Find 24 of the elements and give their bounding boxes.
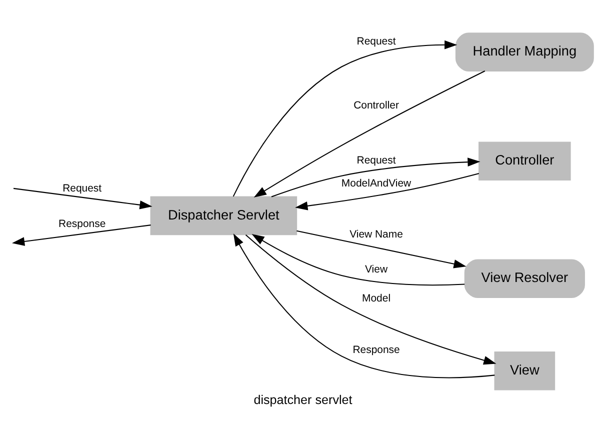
edge-label: Request bbox=[62, 183, 102, 194]
edge-label: Response bbox=[58, 218, 106, 230]
edge-label: Request bbox=[356, 36, 396, 48]
edge-label: View bbox=[365, 264, 388, 275]
arrow bbox=[296, 230, 466, 268]
arrow bbox=[254, 70, 486, 197]
node-box: Handler Mapping bbox=[455, 32, 594, 71]
edge-label: View Name bbox=[350, 229, 403, 240]
arrow bbox=[295, 172, 480, 210]
edge-label: ModelAndView bbox=[341, 178, 412, 189]
node-box: Dispatcher Servlet bbox=[150, 196, 298, 235]
edge-label: Controller bbox=[354, 100, 399, 112]
node-box: View bbox=[494, 351, 556, 390]
caption: dispatcher servlet bbox=[254, 392, 352, 407]
node-box: View Resolver bbox=[464, 258, 585, 298]
edge-label: Request bbox=[356, 154, 396, 166]
edge-label: Model bbox=[362, 293, 391, 304]
arrow bbox=[232, 40, 458, 196]
arrow bbox=[252, 234, 465, 286]
arrow bbox=[271, 157, 480, 197]
arrow bbox=[13, 187, 152, 209]
node-box: Controller bbox=[478, 141, 571, 180]
edge-label: Response bbox=[352, 344, 400, 356]
arrow bbox=[12, 224, 151, 246]
